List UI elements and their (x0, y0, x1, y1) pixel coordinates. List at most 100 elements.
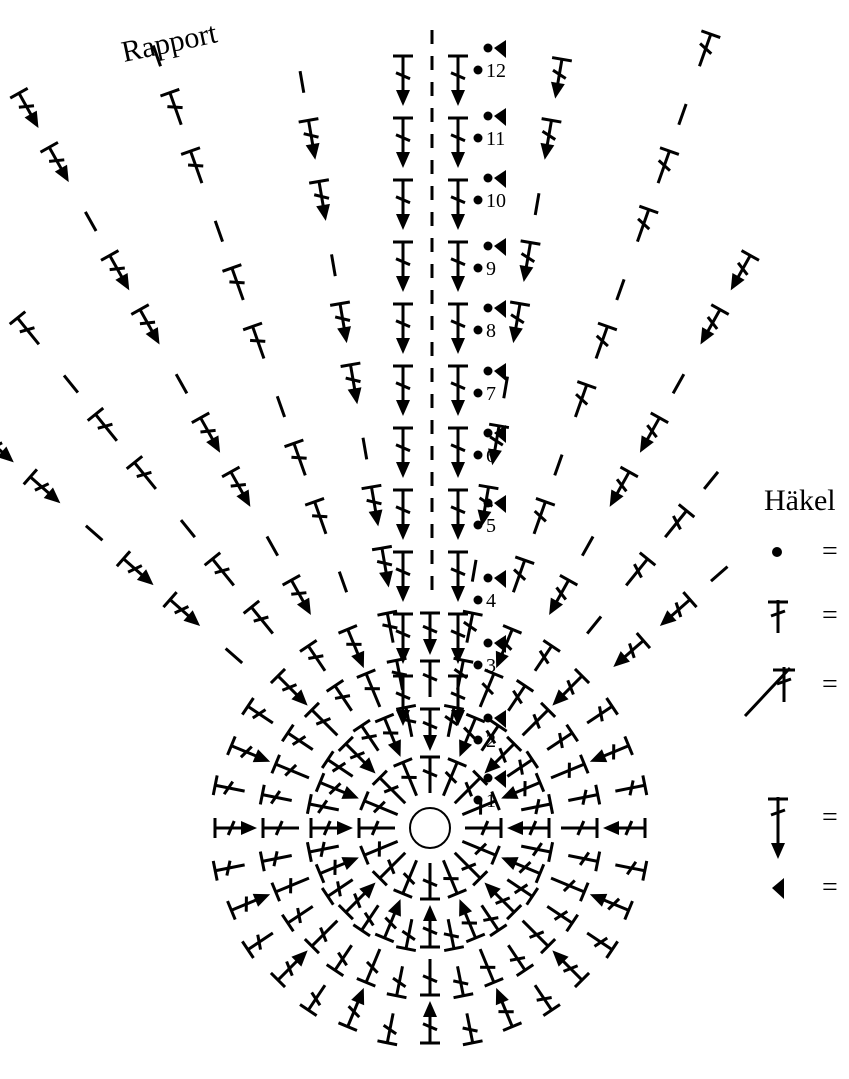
stitch-symbol (393, 614, 413, 664)
stitch-symbol (373, 853, 406, 886)
stitch-symbol (520, 241, 541, 282)
stitch-symbol (552, 669, 589, 706)
stitch-symbol (508, 945, 533, 975)
chain-dash (711, 567, 728, 582)
stitch-symbol (243, 323, 265, 358)
chain-dash (181, 520, 195, 537)
stitch-symbol (551, 58, 572, 99)
stitch-symbol (339, 882, 376, 919)
stitch-symbol (610, 467, 638, 507)
stitch-symbol (213, 861, 244, 881)
stitch-symbol (420, 661, 440, 697)
chain-dash (226, 648, 243, 663)
stitch-symbol (40, 142, 68, 182)
stitch-symbol (300, 640, 325, 670)
stitch-symbol (448, 180, 468, 230)
chain-dash (86, 526, 103, 541)
stitch-symbol (10, 88, 38, 128)
stitch-symbol (192, 413, 220, 453)
stitch-symbol (444, 919, 464, 950)
row-number-label: 5 (486, 515, 496, 537)
stitch-symbol (420, 1001, 440, 1043)
row-number-label: 8 (486, 320, 496, 342)
stitch-symbol (637, 206, 658, 241)
chain-dash (679, 104, 686, 125)
stitch-symbol (393, 490, 413, 540)
stitch-symbol (307, 842, 338, 862)
stitch-symbol (372, 546, 393, 587)
stitch-symbol (160, 89, 182, 124)
stitch-symbol (359, 818, 395, 838)
row-number-label: 4 (486, 590, 496, 612)
chain-dash (85, 212, 96, 231)
stitch-symbol (316, 773, 359, 799)
stitch-symbol (459, 714, 485, 757)
stitch-symbol (357, 949, 380, 986)
stitch-symbol (454, 658, 474, 689)
stitch-symbol (521, 842, 552, 862)
stitch-symbol (660, 592, 697, 626)
stitch-symbol (205, 553, 234, 586)
stitch-symbol (615, 861, 646, 881)
chain-dash (704, 472, 718, 489)
stitch-symbol (552, 950, 589, 987)
stitch-symbol (448, 304, 468, 354)
stitch-symbol (700, 305, 728, 345)
stitch-symbol (507, 751, 537, 776)
stitch-symbol (338, 626, 364, 669)
legend-eq-5: = (822, 872, 838, 903)
stitch-symbol (393, 56, 413, 106)
stitch-symbol (590, 894, 633, 920)
stitch-symbol (353, 905, 378, 935)
stitch-symbol (88, 408, 117, 441)
stitch-symbol (463, 611, 483, 642)
chain-dash (472, 560, 476, 582)
stitch-symbol (547, 725, 577, 750)
stitch-symbol (393, 118, 413, 168)
stitch-symbol (300, 985, 325, 1015)
stitch-symbol (215, 818, 257, 838)
stitch-symbol (282, 725, 312, 750)
stitch-symbol (448, 490, 468, 540)
stitch-symbol (181, 148, 203, 183)
stitch-symbol (396, 919, 416, 950)
legend-eq-4: = (822, 802, 838, 833)
stitch-symbol (420, 863, 440, 899)
stitch-symbol (272, 755, 309, 778)
stitch-symbol (535, 640, 560, 670)
stitch-symbol (393, 180, 413, 230)
stitch-symbol (509, 302, 530, 343)
legend-eq-2: = (822, 600, 838, 631)
stitch-symbol (463, 1013, 483, 1044)
center-ring (410, 808, 450, 848)
stitch-symbol (587, 933, 617, 958)
stitch-symbol (462, 841, 499, 864)
stitch-symbol (353, 720, 378, 750)
stitch-symbol (523, 703, 556, 736)
chain-dash (363, 438, 367, 460)
chain-dash (215, 221, 222, 242)
stitch-symbol (393, 428, 413, 478)
stitch-symbol (393, 304, 413, 354)
stitch-symbol (322, 751, 352, 776)
stitch-symbol (242, 698, 272, 723)
legend-eq-1: = (822, 536, 838, 567)
stitch-symbol (127, 456, 156, 489)
stitch-symbol (242, 933, 272, 958)
stitch-symbol (420, 959, 440, 995)
stitch-symbol (731, 251, 759, 291)
stitch-symbol (361, 792, 398, 815)
stitch-symbol (283, 575, 311, 615)
stitch-symbol (549, 575, 577, 615)
stitch-symbol (453, 966, 473, 997)
stitch-symbol (10, 312, 39, 345)
stitch-symbol (394, 860, 417, 897)
chain-dash (673, 374, 684, 393)
stitch-symbol (448, 118, 468, 168)
stitch-symbol (613, 633, 650, 667)
legend: Häkel = = = = = (745, 484, 838, 903)
stitch-symbol (117, 551, 154, 585)
stitch-symbol (521, 794, 552, 814)
row-number-label: 7 (486, 383, 496, 405)
